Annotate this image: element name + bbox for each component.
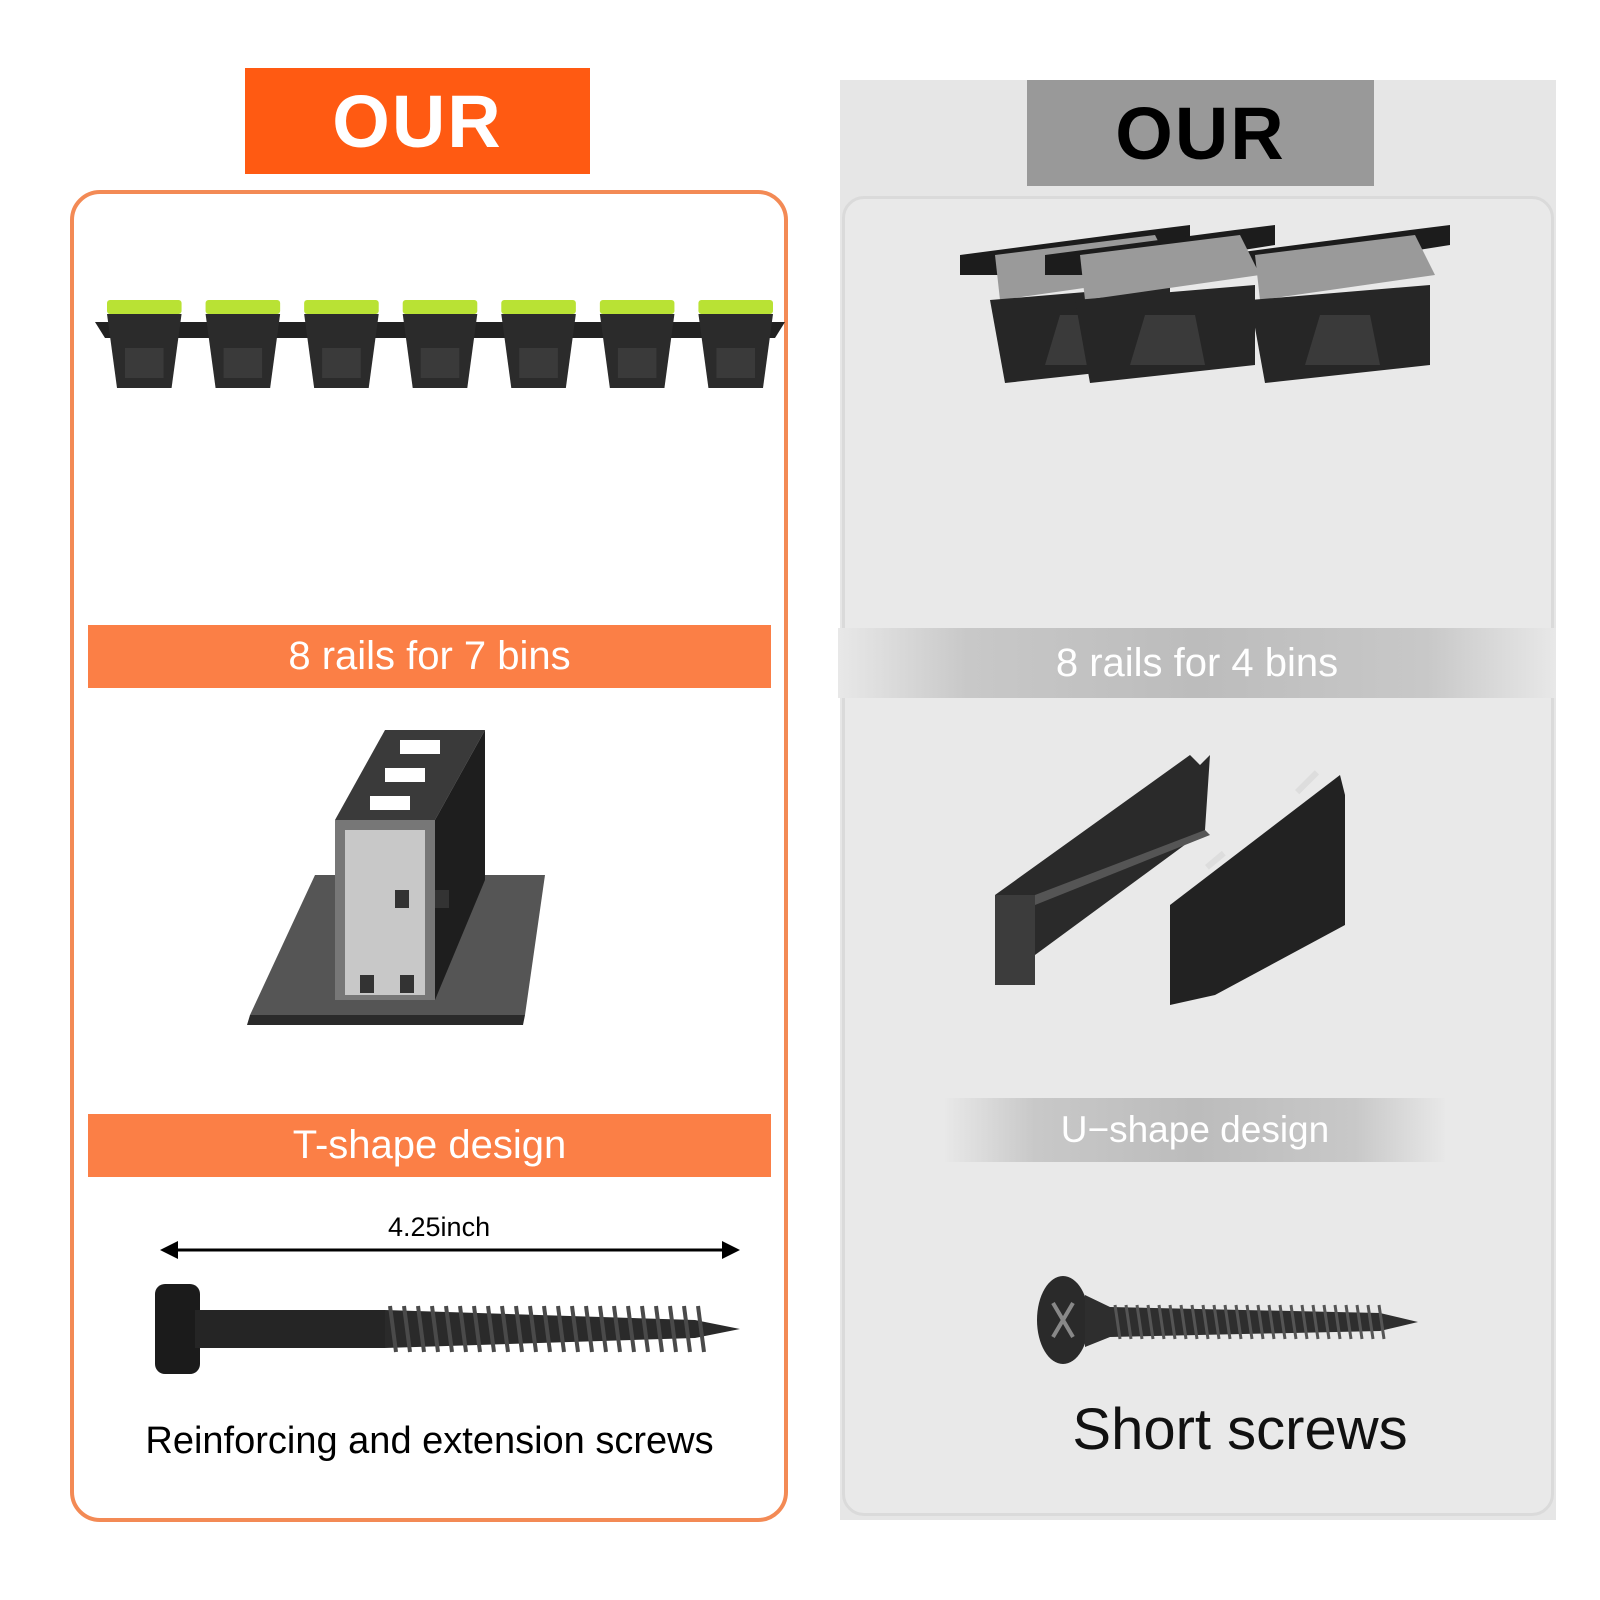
short-screw-image bbox=[1037, 1276, 1418, 1364]
bin-icon bbox=[107, 300, 182, 388]
right-header: OUR bbox=[1027, 80, 1374, 186]
left-bins-row-image bbox=[95, 300, 785, 388]
right-bins-image bbox=[960, 225, 1450, 383]
bin-icon bbox=[304, 300, 379, 388]
u-shape-rails-image bbox=[995, 755, 1345, 1005]
right-rails-caption: 8 rails for 4 bins bbox=[838, 628, 1556, 698]
right-screw-caption: Short screws bbox=[1072, 1397, 1408, 1462]
left-header: OUR bbox=[245, 68, 590, 174]
bin-icon bbox=[698, 300, 773, 388]
bin-icon bbox=[1220, 225, 1450, 383]
left-shape-caption: T-shape design bbox=[88, 1114, 771, 1177]
bin-icon bbox=[1045, 225, 1275, 383]
t-shape-rail-image bbox=[247, 730, 545, 1025]
right-shape-caption: U−shape design bbox=[945, 1098, 1445, 1162]
screw-length-label: 4.25inch bbox=[388, 1212, 491, 1242]
bin-icon bbox=[501, 300, 576, 388]
left-rails-caption: 8 rails for 7 bins bbox=[88, 625, 771, 688]
length-arrow bbox=[160, 1241, 740, 1259]
left-screw-caption: Reinforcing and extension screws bbox=[145, 1420, 714, 1462]
long-screw-image bbox=[155, 1284, 740, 1374]
bin-icon bbox=[599, 300, 675, 388]
bin-icon bbox=[402, 300, 478, 388]
right-panel bbox=[842, 196, 1554, 1516]
bin-icon bbox=[205, 300, 281, 388]
